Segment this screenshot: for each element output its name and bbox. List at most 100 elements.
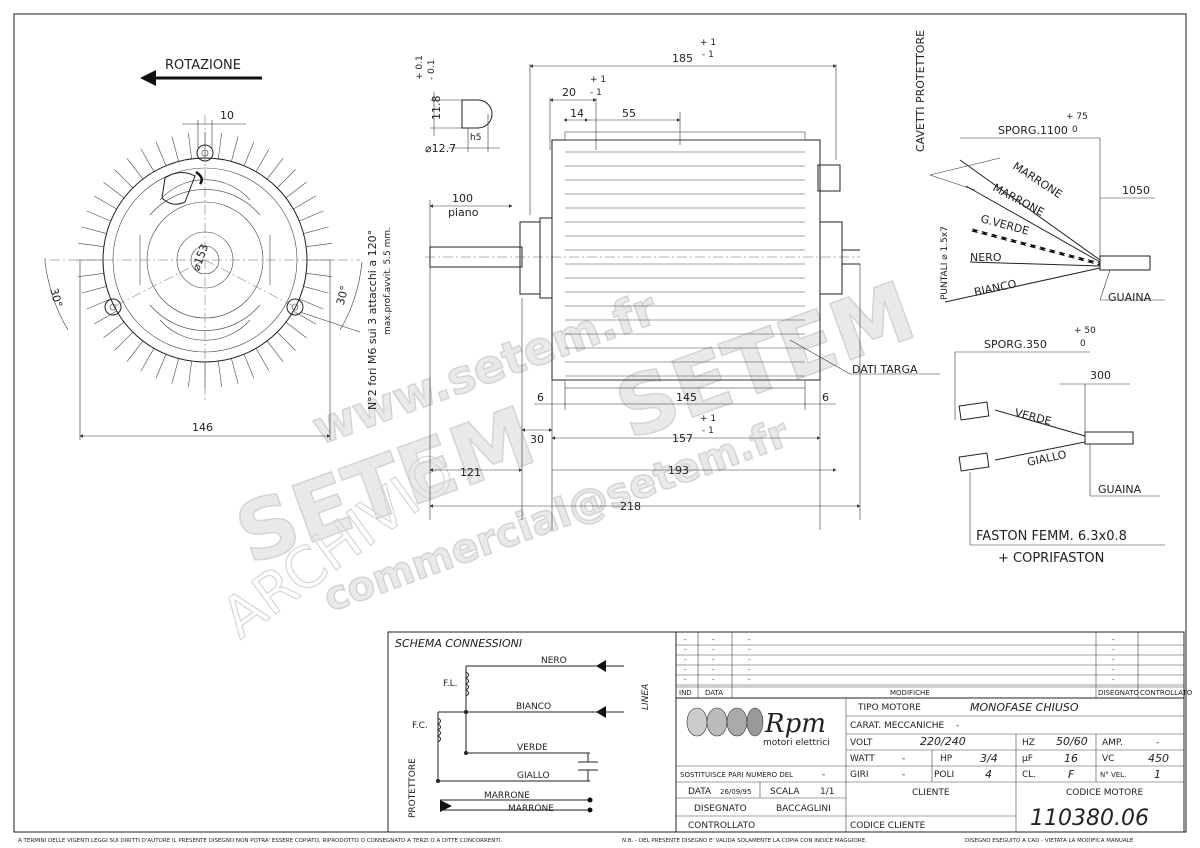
cooling-fin	[255, 148, 270, 172]
cooling-fin	[299, 210, 324, 222]
shaft-detail: + 0.1 - 0.1 11.8 ⌀12.7 h5	[415, 55, 500, 155]
cooling-fin	[276, 169, 296, 189]
rev-header-modifiche: MODIFICHE	[890, 689, 930, 697]
cliente-label: CLIENTE	[912, 788, 950, 798]
cooling-fin	[285, 181, 307, 199]
dim-146: 146	[192, 421, 213, 434]
shaft-fit: h5	[470, 133, 481, 143]
wire-verde-cap: VERDE	[1013, 406, 1053, 428]
dim-55: 55	[622, 107, 636, 120]
revision-cell: -	[684, 676, 687, 684]
title-block: Rpm motori elettrici TIPO MOTORE MONOFAS…	[675, 697, 1185, 833]
schema-wire-bianco: BIANCO	[516, 702, 551, 712]
revision-cell: -	[1112, 676, 1115, 684]
revision-cell: -	[712, 676, 715, 684]
cables-capacitor: SPORG.350 + 50 0 300 VERDE GIALLO GUAINA…	[954, 326, 1165, 566]
cooling-fin	[243, 141, 255, 166]
cooling-fin	[276, 331, 296, 351]
revision-cell: -	[748, 666, 751, 674]
rev-header-disegnato: DISEGNATO	[1098, 689, 1140, 697]
sporg-350-tol-upper: + 50	[1074, 326, 1096, 336]
cooling-fin	[81, 286, 107, 294]
hz-label: HZ	[1022, 738, 1035, 748]
footer: A TERMINI DELLE VIGENTI LEGGI SUI DIRITT…	[18, 838, 1134, 844]
cl-label: CL.	[1022, 770, 1036, 780]
shaft-tol-lower: - 0.1	[427, 60, 437, 80]
cooling-fin	[140, 348, 155, 372]
side-view: 185 + 1 - 1 20 + 1 - 1 14 55 100 piano	[425, 38, 940, 530]
dim-diam-153: ⌀153	[190, 242, 212, 272]
hp-value: 3/4	[980, 752, 998, 765]
dim-14: 14	[570, 107, 584, 120]
controllato-label: CONTROLLATO	[688, 821, 755, 831]
dim-193: 193	[668, 464, 689, 477]
uf-label: μF	[1022, 754, 1033, 764]
front-view: 10 ⌀153 146 30° 30° N°2 fori M6 sui 3 at…	[44, 109, 393, 440]
footer-nb: N.B. - DEL PRESENTE DISEGNO E' VALIDA SO…	[622, 838, 867, 844]
dim-157-tol-upper: + 1	[700, 414, 716, 424]
schema-wire-verde: VERDE	[517, 743, 548, 753]
revision-cell: -	[684, 666, 687, 674]
dim-185-tol-lower: - 1	[702, 50, 714, 60]
scala-label: SCALA	[770, 787, 800, 797]
revision-cell: -	[712, 656, 715, 664]
cooling-fin	[114, 331, 134, 351]
wire-bianco: BIANCO	[973, 277, 1018, 299]
giri-label: GIRI	[850, 770, 869, 780]
holes-note-1: N°2 fori M6 sui 3 attacchi a 120°	[366, 230, 379, 410]
cooling-fin	[266, 340, 284, 362]
wire-giallo-cap: GIALLO	[1026, 448, 1068, 469]
watt-label: WATT	[850, 754, 875, 764]
footer-copyright: A TERMINI DELLE VIGENTI LEGGI SUI DIRITT…	[18, 838, 502, 844]
cavetti-protettore-label: CAVETTI PROTETTORE	[914, 30, 927, 152]
revision-cell: -	[748, 636, 751, 644]
dim-157: 157	[672, 432, 693, 445]
logo-sub: motori elettrici	[763, 738, 830, 748]
dim-218: 218	[620, 500, 641, 513]
watt-value: -	[902, 754, 905, 764]
footer-cad: DISEGNO ESEGUITO A CAD - VIETATA LA MODI…	[965, 838, 1134, 844]
cooling-fin	[155, 354, 167, 379]
dim-100: 100	[452, 192, 473, 205]
cooling-fin	[293, 310, 317, 325]
dim-157-tol-lower: - 1	[702, 426, 714, 436]
revision-cell: -	[748, 676, 751, 684]
vc-value: 450	[1148, 752, 1169, 765]
uf-value: 16	[1064, 752, 1078, 765]
cooling-fin	[103, 181, 125, 199]
schema-wire-marrone-2: MARRONE	[508, 804, 554, 814]
dim-20-tol-lower: - 1	[590, 88, 602, 98]
cooling-fin	[78, 242, 104, 247]
data-value: 26/09/95	[720, 788, 751, 796]
volt-label: VOLT	[850, 738, 873, 748]
rev-header-ind: IND	[679, 689, 692, 697]
coprifaston-label: + COPRIFASTON	[998, 551, 1104, 566]
revision-cell: -	[684, 636, 687, 644]
puntali-label: PUNTALI ⌀ 1.5x7	[940, 226, 950, 300]
shaft-flat-dim: 11.8	[430, 96, 443, 121]
cooling-fin	[299, 298, 324, 310]
rpm-logo-icon	[686, 707, 764, 737]
cooling-fin	[78, 273, 104, 278]
revision-cell: -	[748, 656, 751, 664]
disegnato-value: BACCAGLINI	[776, 804, 831, 814]
volt-value: 220/240	[920, 735, 966, 748]
cooling-fin	[255, 348, 270, 372]
revision-cell: -	[1112, 656, 1115, 664]
codice-motore-label: CODICE MOTORE	[1066, 788, 1143, 798]
cooling-fin	[303, 286, 329, 294]
revisions-table: -------------------- IND DATA MODIFICHE …	[675, 631, 1193, 699]
cooling-fin	[218, 133, 223, 159]
revision-cell: -	[712, 666, 715, 674]
revision-cell: -	[684, 646, 687, 654]
amp-label: AMP.	[1102, 738, 1123, 748]
schema-wire-nero: NERO	[541, 656, 567, 666]
scala-value: 1/1	[820, 787, 834, 797]
codice-motore-value: 110380.06	[1030, 806, 1149, 831]
carat-label: CARAT. MECCANICHE	[850, 721, 945, 731]
cooling-fin	[81, 226, 107, 234]
rev-header-controllato: CONTROLLATO	[1140, 689, 1193, 697]
amp-value: -	[1156, 738, 1159, 748]
dim-121: 121	[460, 466, 481, 479]
cooling-fin	[126, 340, 144, 362]
